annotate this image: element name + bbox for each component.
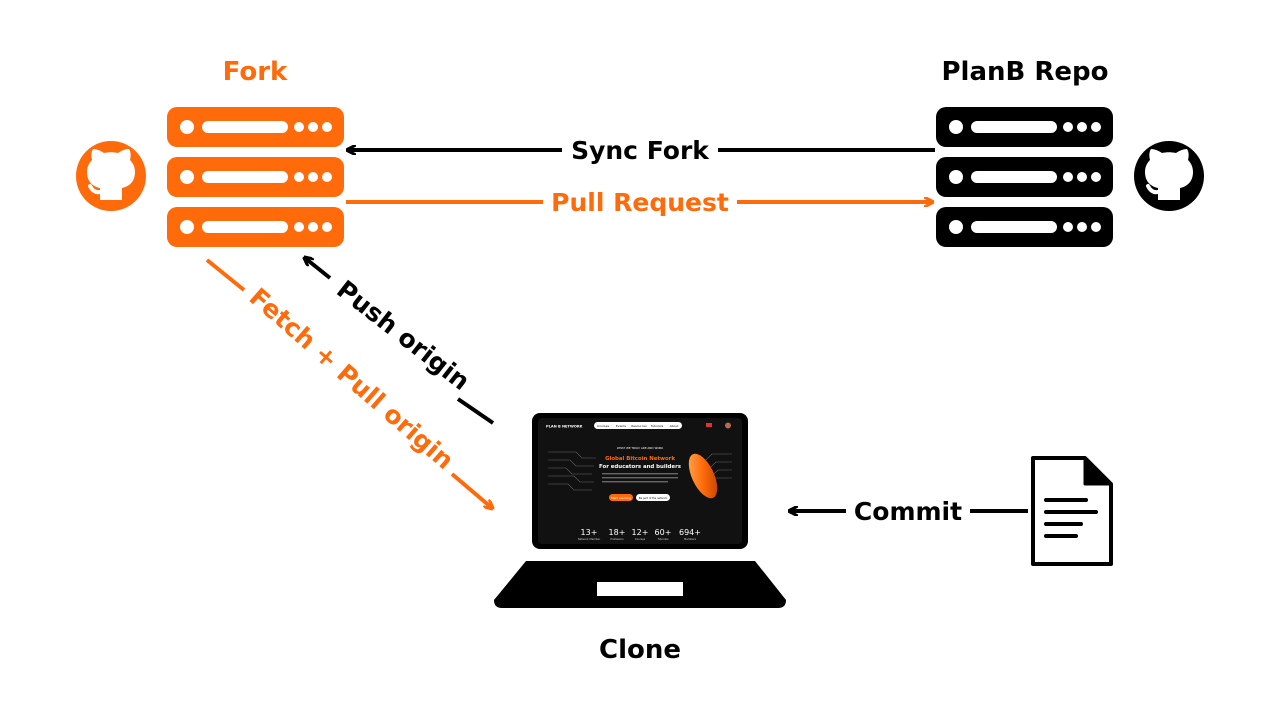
site-kicker: WHAT WE TRULY ARE AND WORK — [617, 446, 664, 450]
server-unit — [167, 207, 344, 247]
push-origin-arrow — [456, 397, 495, 425]
fork-node: Fork — [76, 57, 344, 247]
circuit-decoration-left — [548, 451, 596, 491]
github-icon — [1134, 141, 1204, 211]
start-learning-button-label: Start Learning — [611, 496, 631, 500]
site-headline: Global Bitcoin Network — [605, 456, 675, 462]
website-screen: PLAN B NETWORK Courses Events Resources … — [538, 418, 742, 544]
planb-repo-label: PlanB Repo — [941, 57, 1108, 87]
language-flag-icon[interactable] — [706, 423, 712, 427]
join-network-button[interactable] — [636, 494, 670, 501]
pull-request-label: Pull Request — [551, 188, 729, 217]
fork-label: Fork — [223, 57, 288, 87]
site-nav: Courses Events Resources Tutorials About — [597, 424, 679, 428]
stat-label: Professors — [610, 537, 624, 541]
pull-request-edge: Pull Request — [346, 188, 932, 217]
nav-item[interactable]: Tutorials — [650, 424, 664, 428]
stat-value: 694+ — [679, 528, 701, 537]
server-unit — [936, 107, 1113, 147]
server-unit — [167, 157, 344, 197]
github-icon — [76, 141, 146, 211]
planb-repo-node: PlanB Repo — [936, 57, 1204, 247]
stat-value: 18+ — [609, 528, 626, 537]
sync-fork-edge: Sync Fork — [348, 136, 935, 165]
site-stats: 13+ Network Member 18+ Professors 12+ Co… — [578, 528, 701, 541]
stat-value: 13+ — [581, 528, 598, 537]
nav-item[interactable]: Resources — [631, 424, 647, 428]
stat-label: Members — [684, 537, 697, 541]
document-icon — [1031, 456, 1113, 566]
server-unit — [167, 107, 344, 147]
stat-label: Tutorials — [658, 537, 670, 541]
push-origin-edge: Push origin — [305, 258, 495, 425]
nav-item[interactable]: Courses — [597, 424, 609, 428]
join-network-button-label: Be part of the network — [639, 496, 668, 500]
fetch-pull-origin-arrow — [205, 258, 246, 292]
stat-label: Network Member — [578, 537, 601, 541]
server-unit — [936, 207, 1113, 247]
planb-server-stack-icon — [936, 107, 1113, 247]
stat-value: 12+ — [632, 528, 649, 537]
nav-item[interactable]: Events — [616, 424, 627, 428]
user-avatar[interactable] — [725, 422, 731, 429]
push-origin-arrow — [305, 258, 332, 280]
nav-item[interactable]: About — [670, 424, 680, 428]
stat-value: 60+ — [655, 528, 672, 537]
stat-label: Courses — [635, 537, 646, 541]
site-logo: PLAN B NETWORK — [546, 425, 583, 429]
sync-fork-label: Sync Fork — [571, 136, 710, 165]
clone-node: PLAN B NETWORK Courses Events Resources … — [494, 413, 786, 665]
clone-label: Clone — [599, 635, 681, 665]
site-subheadline: For educators and builders — [599, 464, 681, 470]
commit-edge: Commit — [790, 497, 1028, 526]
fork-server-stack-icon — [167, 107, 344, 247]
start-learning-button[interactable] — [609, 494, 633, 501]
server-unit — [936, 157, 1113, 197]
fetch-pull-origin-arrow — [450, 472, 492, 508]
bitcoin-coin-image — [688, 453, 718, 499]
commit-label: Commit — [854, 497, 962, 526]
